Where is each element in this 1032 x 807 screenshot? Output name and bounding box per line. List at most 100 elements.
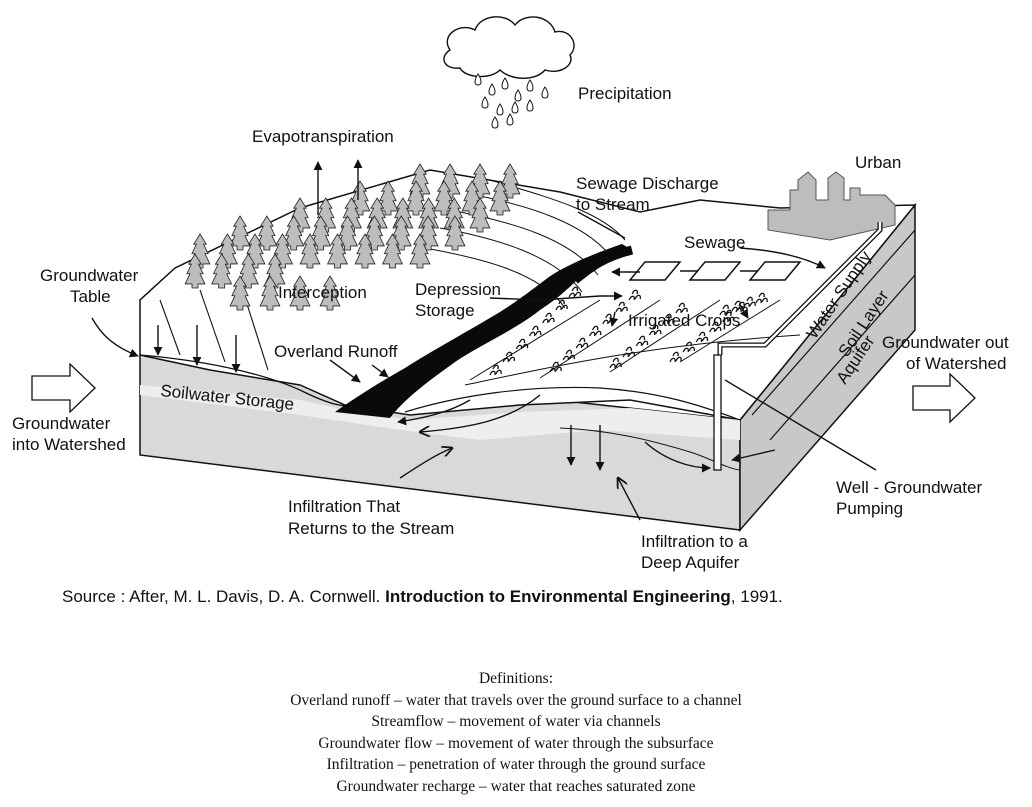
tree-icon <box>405 180 427 216</box>
crop-tuft <box>609 357 622 369</box>
tree-icon <box>256 215 278 251</box>
crop-tuft <box>662 313 675 325</box>
crop-field-lines <box>464 299 801 386</box>
crop-tuft <box>648 324 662 336</box>
tree-icon <box>211 253 233 289</box>
label-well-2: Pumping <box>836 499 903 518</box>
crop-tuft <box>588 325 602 337</box>
crop-tuft <box>555 299 568 311</box>
label-sewage-discharge-2: to Stream <box>576 195 650 214</box>
label-gw-out-1: Groundwater out <box>882 333 1009 352</box>
tree-icon <box>469 197 491 233</box>
label-irrigated-crops: Irrigated Crops <box>628 311 740 330</box>
label-gw-into-2: into Watershed <box>12 435 126 454</box>
tree-icon <box>489 180 511 216</box>
raindrop-icon <box>541 86 549 99</box>
crop-tuft <box>669 351 682 363</box>
crop-tuft <box>755 292 768 304</box>
crop-tuft <box>549 361 562 373</box>
tree-icon <box>229 215 251 251</box>
tree-icon <box>283 215 305 251</box>
raindrop-icon <box>491 116 499 129</box>
right-face-aquifer-line <box>769 274 916 441</box>
raindrop-icon <box>474 73 482 86</box>
label-infiltration-stream-1: Infiltration That <box>288 497 400 516</box>
tree-icon <box>237 253 259 289</box>
label-infiltration-stream-2: Returns to the Stream <box>288 519 454 538</box>
crop-tuft <box>489 364 502 376</box>
sewage-pipe <box>572 245 634 284</box>
crop-tufts <box>489 286 768 376</box>
gw-in-arrow <box>31 362 96 414</box>
tree-icon <box>289 275 311 311</box>
tree-icon <box>319 275 341 311</box>
crop-tuft <box>719 304 732 316</box>
raindrop-icon <box>526 99 534 112</box>
label-overland-runoff: Overland Runoff <box>274 342 398 361</box>
source-citation: Source : After, M. L. Davis, D. A. Cornw… <box>62 587 1022 607</box>
tree-icon <box>354 233 376 269</box>
source-suffix: , 1991. <box>730 587 783 606</box>
soilwater-zone <box>140 355 740 440</box>
tree-icon <box>184 253 206 289</box>
label-precipitation: Precipitation <box>578 84 672 103</box>
tree-icon <box>259 275 281 311</box>
forest <box>184 163 521 311</box>
right-face-layer-line <box>751 229 916 416</box>
raindrop-icon <box>526 79 534 92</box>
tree-icon <box>381 233 404 269</box>
crop-tuft <box>568 286 582 298</box>
tree-icon <box>326 233 349 269</box>
label-sewage-discharge-1: Sewage Discharge <box>576 174 719 193</box>
raindrop-icon <box>488 83 496 96</box>
water-table-line <box>139 354 361 407</box>
stream <box>335 244 632 418</box>
definition-item: Groundwater flow – movement of water thr… <box>318 734 714 752</box>
crop-tuft <box>502 351 516 363</box>
cloud-icon <box>443 16 575 129</box>
label-sewage: Sewage <box>684 233 745 252</box>
label-interception: Interception <box>278 283 367 302</box>
crop-tuft <box>575 337 589 349</box>
crop-tuft <box>562 349 576 361</box>
label-groundwater-table-2: Table <box>70 287 111 306</box>
raindrop-icon <box>496 103 504 116</box>
crop-tuft <box>675 302 688 314</box>
tree-icon <box>229 275 251 311</box>
raindrop-icon <box>514 89 522 102</box>
label-well-1: Well - Groundwater <box>836 478 982 497</box>
definitions: Definitions: Overland runoff – water tha… <box>0 668 1032 797</box>
crop-tuft <box>528 325 542 337</box>
tree-icon <box>409 233 431 269</box>
crop-tuft <box>515 338 529 350</box>
tree-icon <box>310 215 332 251</box>
label-urban: Urban <box>855 153 901 172</box>
label-gw-out-2: of Watershed <box>906 354 1006 373</box>
raindrop-icon <box>481 96 489 109</box>
label-depression-storage-2: Storage <box>415 301 475 320</box>
definition-item: Infiltration – penetration of water thro… <box>326 756 706 773</box>
crop-tuft <box>542 312 555 324</box>
crop-tuft <box>622 346 636 358</box>
groundwater-curve <box>404 386 741 421</box>
raindrop-icon <box>501 77 509 90</box>
raindrop-icon <box>511 101 519 114</box>
crop-tuft <box>615 301 628 313</box>
label-depression-storage-1: Depression <box>415 280 501 299</box>
urban-skyline <box>767 171 896 241</box>
source-prefix: Source : After, M. L. Davis, D. A. Cornw… <box>62 587 386 606</box>
arrows <box>91 159 877 521</box>
tree-icon <box>377 180 399 216</box>
definition-item: Overland runoff – water that travels ove… <box>290 691 742 709</box>
crop-tuft <box>743 296 756 308</box>
crop-tuft <box>635 335 649 347</box>
sewage-treatment <box>628 261 802 281</box>
label-gw-into-1: Groundwater <box>12 414 111 433</box>
definition-item: Groundwater recharge – water that reache… <box>336 777 696 795</box>
source-title: Introduction to Environmental Engineerin… <box>385 587 731 606</box>
tree-icon <box>299 233 321 269</box>
crop-tuft <box>722 311 735 323</box>
raindrop-icon <box>506 113 514 126</box>
deep-aquifer-curve <box>559 427 741 471</box>
tree-icon <box>444 215 466 251</box>
